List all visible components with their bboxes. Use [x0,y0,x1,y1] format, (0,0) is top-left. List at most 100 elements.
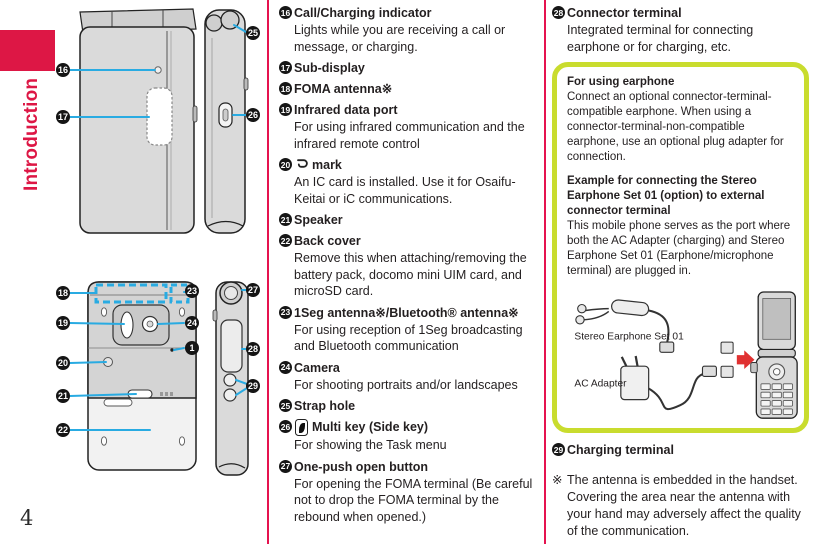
feature-description: An IC card is installed. Use it for Osai… [294,175,516,206]
callout-number-badge: 25 [279,399,292,412]
feature-heading: 26 Multi key (Side key) [279,419,538,436]
feature-heading: 16 Call/Charging indicator [279,5,538,21]
feature-item-28: 28 Connector terminal Integrated termina… [552,5,809,55]
callout-number-badge: 27 [279,459,292,473]
callout-26: 26 [248,110,258,120]
feature-description: For showing the Task menu [294,438,447,452]
callout-27: 27 [248,285,258,295]
feature-heading: 17 Sub-display [279,60,538,76]
callout-number-badge: 19 [279,103,292,116]
feature-title: Back cover [294,234,361,248]
feature-title: 1Seg antenna※/Bluetooth® antenna※ [294,305,519,320]
callout-23: 23 [187,286,197,296]
feature-description: Lights while you are receiving a call or… [294,23,506,54]
feature-title: Camera [294,360,340,375]
callout-21: 21 [58,391,68,401]
feature-heading: 24 Camera [279,360,538,376]
label-stereo-earphone: Stereo Earphone Set 01 [574,331,684,342]
callout-18: 18 [58,288,68,298]
feature-description: Integrated terminal for connecting earph… [567,23,754,54]
callout-number-badge: 28 [552,6,565,19]
feature-description: For opening the FOMA terminal (Be carefu… [294,476,533,524]
feature-heading: 23 1Seg antenna※/Bluetooth® antenna※ [279,305,538,321]
callout-22: 22 [58,425,68,435]
callout-number-badge: 17 [279,61,292,74]
antenna-footnote: ※ The antenna is embedded in the handset… [552,472,809,540]
feature-title: FOMA antenna※ [294,82,393,96]
earphone-box-body-1: Connect an optional connector-terminal-c… [567,91,784,163]
callout-number-badge: 26 [279,420,292,433]
chapter-tab-block [0,30,55,71]
callout-number-badge: 22 [279,234,292,247]
feature-heading: 21 Speaker [279,212,538,228]
callout-24: 24 [187,318,197,328]
feature-heading: 19 Infrared data port [279,102,538,118]
earphone-box-heading-2: Example for connecting the Stereo Earpho… [567,175,765,217]
feature-title: Speaker [294,213,343,227]
column-divider-left [267,0,269,544]
callout-29: 29 [248,381,258,391]
feature-item-24: 24 Camera For shooting portraits and/or … [279,360,538,394]
feature-title: Call/Charging indicator [294,6,432,20]
feature-title: Sub-display [294,61,365,75]
feature-heading: 27 One-push open button [279,459,538,475]
feature-title: Connector terminal [567,6,682,20]
feature-item-29: 29 Charging terminal [552,442,809,458]
page-number: 4 [20,506,34,530]
feature-title: mark [312,158,342,172]
feature-heading: 25 Strap hole [279,398,538,414]
feature-description: For using infrared communication and the… [294,120,525,151]
feature-item-27: 27 One-push open button For opening the … [279,459,538,526]
phone-back-closed-diagram: 16 17 25 26 [56,8,260,234]
callout-28: 28 [248,344,258,354]
feature-item-22: 22 Back cover Remove this when attaching… [279,233,538,300]
callout-number-badge: 20 [279,158,292,171]
callout-20: 20 [58,358,68,368]
connector-column: 28 Connector terminal Integrated termina… [552,5,809,540]
earphone-info-box: For using earphone Connect an optional c… [552,62,809,433]
callout-25: 25 [248,28,258,38]
feature-title: Strap hole [294,399,356,413]
callout-number-badge: 18 [279,82,292,95]
feature-item-17: 17 Sub-display [279,60,538,76]
feature-title: Infrared data port [294,103,398,117]
callout-number-badge: 23 [279,305,292,319]
feature-heading: 28 Connector terminal [552,5,809,21]
feature-title: Multi key (Side key) [312,420,429,434]
feature-item-23: 23 1Seg antenna※/Bluetooth® antenna※ For… [279,305,538,355]
feature-item-16: 16 Call/Charging indicator Lights while … [279,5,538,55]
feature-item-21: 21 Speaker [279,212,538,228]
earphone-connection-illustration: Stereo Earphone Set 01 AC Adapter [574,291,798,419]
felica-mark-icon [295,157,309,171]
feature-description: For using reception of 1Seg broadcasting… [294,322,523,354]
callout-16: 16 [58,65,68,75]
feature-heading: 29 Charging terminal [552,442,809,458]
feature-title: Charging terminal [567,443,674,457]
callout-19: 19 [58,318,68,328]
callout-1: 1 [189,343,194,353]
callout-number-badge: 29 [552,443,565,456]
footnote-marker: ※ [552,473,563,487]
footnote-text: The antenna is embedded in the handset. … [567,473,801,538]
label-ac-adapter: AC Adapter [574,379,627,390]
multi-key-glyph [298,422,305,433]
feature-list-column: 16 Call/Charging indicator Lights while … [279,5,538,530]
feature-title: One-push open button [294,459,429,474]
feature-item-20: 20 mark An IC card is installed. Use it … [279,157,538,207]
earphone-box-body-2: This mobile phone serves as the port whe… [567,220,791,277]
feature-description: For shooting portraits and/or landscapes [294,377,518,392]
feature-description: Remove this when attaching/removing the … [294,251,527,298]
column-divider-right [544,0,546,544]
feature-heading: 18 FOMA antenna※ [279,81,538,97]
feature-item-18: 18 FOMA antenna※ [279,81,538,97]
feature-item-26: 26 Multi key (Side key) For showing the … [279,419,538,454]
feature-heading: 20 mark [279,157,538,173]
callout-number-badge: 21 [279,213,292,226]
phone-back-open-diagram: 18 19 20 21 22 23 24 1 27 28 29 [56,281,260,476]
feature-item-25: 25 Strap hole [279,398,538,414]
earphone-box-heading-1: For using earphone [567,76,675,88]
multi-key-icon [295,419,308,436]
callout-number-badge: 16 [279,6,292,19]
feature-heading: 22 Back cover [279,233,538,249]
